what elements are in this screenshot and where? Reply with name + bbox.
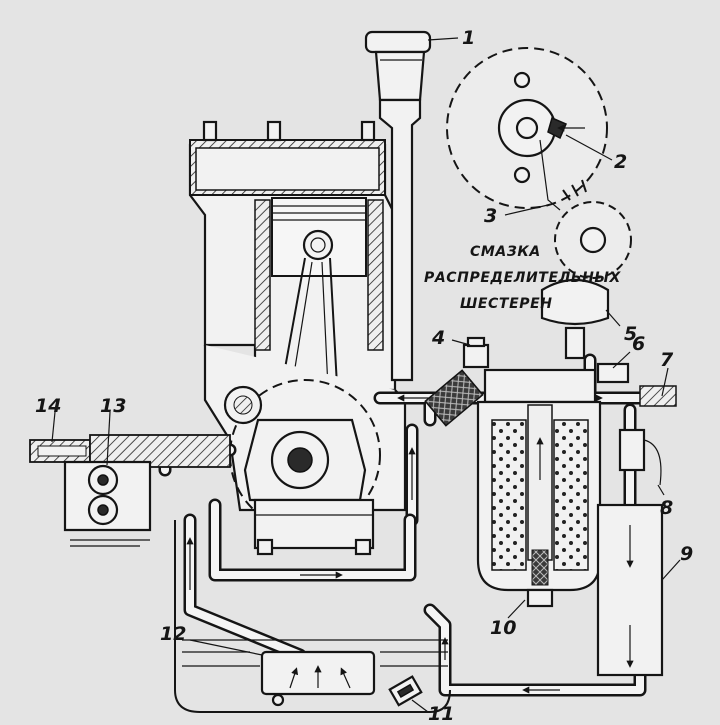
label-3: 3 <box>484 205 497 227</box>
label-9: 9 <box>680 543 693 565</box>
label-8: 8 <box>660 497 673 519</box>
label-12: 12 <box>160 623 186 645</box>
engine-block <box>188 120 397 441</box>
oil-intake <box>260 650 376 707</box>
caption-line-1: СМАЗКА <box>470 244 541 260</box>
label-5: 5 <box>624 323 637 345</box>
label-14: 14 <box>35 395 61 417</box>
timing-gear-lubrication-caption: СМАЗКА РАСПРЕДЕЛИТЕЛЬНЫХ ШЕСТЕРЕН <box>424 244 622 312</box>
oil-cooler <box>596 503 664 677</box>
label-2: 2 <box>614 151 627 173</box>
piston <box>271 197 367 277</box>
part-labels: 1 2 3 4 5 6 7 8 9 10 11 12 13 14 <box>35 27 693 725</box>
label-6: 6 <box>632 333 645 355</box>
oil-pressure-gauge <box>540 279 610 360</box>
leader-lines <box>51 37 681 713</box>
label-13: 13 <box>100 395 126 417</box>
timing-gears-inset <box>446 47 632 279</box>
label-11: 11 <box>428 703 454 725</box>
crankcase <box>203 345 407 556</box>
caption-line-3: ШЕСТЕРЕН <box>460 296 553 312</box>
oil-filler-neck <box>364 30 432 382</box>
oil-pump <box>29 434 231 547</box>
valves <box>596 362 677 486</box>
oil-sump <box>174 520 451 713</box>
pressure-valve <box>424 336 490 427</box>
label-4: 4 <box>431 327 445 349</box>
drain-plug <box>388 675 423 707</box>
oil-filter <box>476 368 602 608</box>
label-7: 7 <box>660 349 674 371</box>
caption-line-2: РАСПРЕДЕЛИТЕЛЬНЫХ <box>424 270 622 286</box>
label-1: 1 <box>462 27 475 49</box>
label-10: 10 <box>490 617 516 639</box>
